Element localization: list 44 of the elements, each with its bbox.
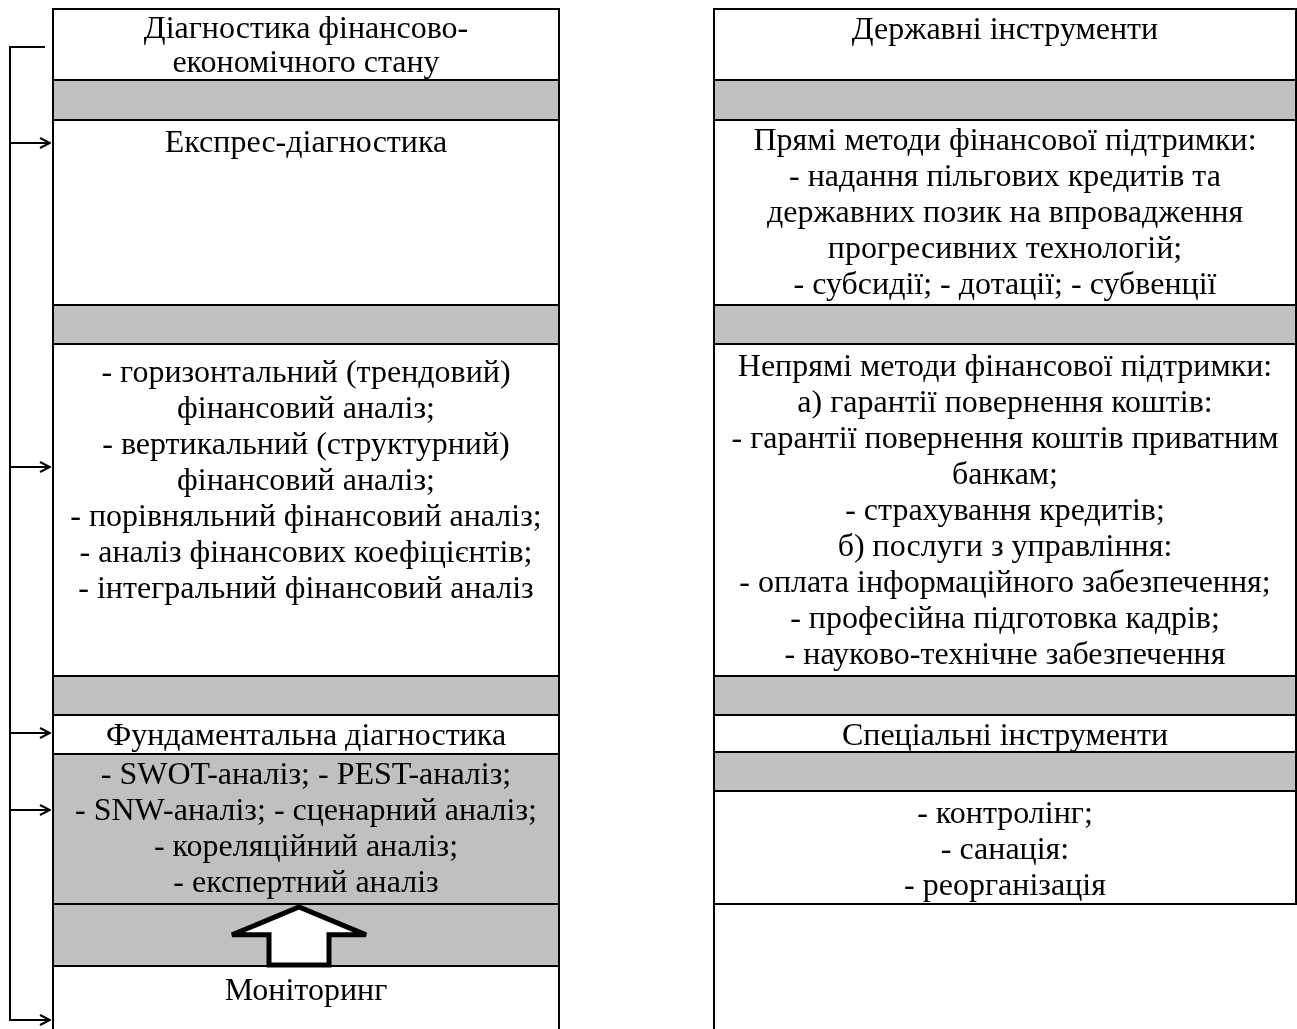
connector-arrow bbox=[9, 46, 51, 1026]
box-text: Прямі методи фінансової підтримки: bbox=[752, 121, 1258, 157]
box-text: Державні інструменти bbox=[850, 10, 1160, 46]
box-text: - реорганізація bbox=[903, 866, 1107, 902]
box-text: - SNW-аналіз; - сценарний аналіз; bbox=[74, 791, 538, 827]
separator-band bbox=[52, 79, 560, 121]
box-text: - порівняльний фінансовий аналіз; bbox=[69, 497, 543, 533]
box-text: - аналіз фінансових коефіцієнтів; bbox=[78, 533, 534, 569]
separator-band bbox=[713, 79, 1297, 121]
box-text: - SWOT-аналіз; - PEST-аналіз; bbox=[99, 755, 513, 791]
box-text: - кореляційний аналіз; bbox=[152, 827, 460, 863]
block-arrow bbox=[229, 904, 369, 968]
box-text: - науково-технічне забезпечення bbox=[783, 635, 1227, 671]
text-box bbox=[52, 965, 560, 1029]
box-text: а) гарантії повернення коштів: bbox=[796, 383, 1214, 419]
separator-band bbox=[713, 304, 1297, 345]
box-text: - горизонтальний (трендовий) фінансовий аналіз; bbox=[100, 353, 512, 425]
box-text: - надання пільгових кредитів та державних позик на впровадження прогресивних технологій; bbox=[765, 157, 1245, 265]
text-box bbox=[52, 714, 560, 755]
box-text: - санація: bbox=[939, 830, 1071, 866]
box-text: - контролінг; bbox=[916, 794, 1094, 830]
box-text: Діагностика фінансово-економічного стану bbox=[142, 10, 470, 78]
box-text: Спеціальні інструменти bbox=[840, 716, 1170, 752]
box-text: Фундаментальна діагностика bbox=[104, 716, 508, 752]
box-text: - експертний аналіз bbox=[172, 863, 440, 899]
text-box bbox=[52, 753, 560, 905]
text-box bbox=[52, 8, 560, 81]
separator-band bbox=[52, 304, 560, 345]
box-text: б) послуги з управління: bbox=[836, 527, 1174, 563]
box-text: - інтегральний фінансовий аналіз bbox=[77, 569, 535, 605]
separator-band bbox=[52, 675, 560, 716]
box-text: - оплата інформаційного забезпечення; bbox=[738, 563, 1272, 599]
box-text: - страхування кредитів; bbox=[844, 491, 1166, 527]
text-box bbox=[713, 8, 1297, 81]
separator-band bbox=[713, 675, 1297, 716]
box-text: Непрямі методи фінансової підтримки: bbox=[736, 347, 1274, 383]
box-text: - професійна підготовка кадрів; bbox=[789, 599, 1221, 635]
text-box bbox=[713, 790, 1297, 905]
separator-band bbox=[713, 751, 1297, 792]
box-text: Експрес-діагностика bbox=[163, 123, 449, 159]
box-text: Моніторинг bbox=[223, 971, 389, 1007]
box-text: - вертикальний (структурний) фінансовий аналіз; bbox=[101, 425, 511, 497]
box-text: - субсидії; - дотації; - субвенції bbox=[792, 265, 1218, 301]
box-text: - гарантії повернення коштів приватним банкам; bbox=[730, 419, 1280, 491]
